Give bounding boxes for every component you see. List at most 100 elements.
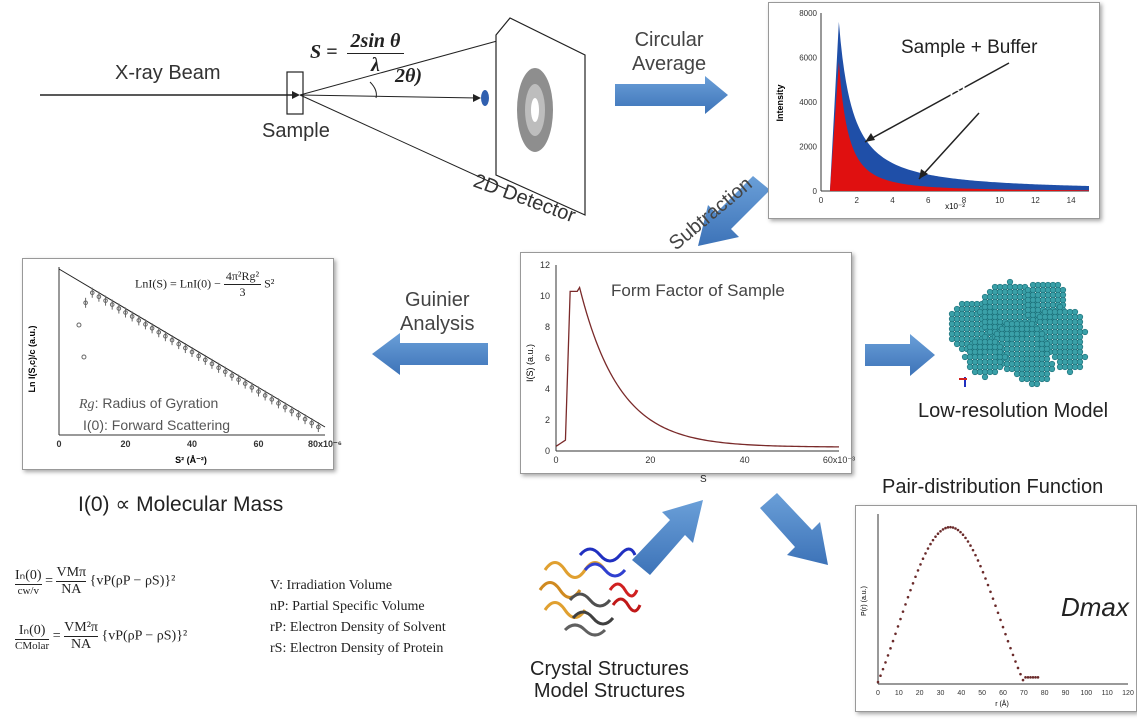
ff-xtick: 40 — [740, 455, 750, 465]
legend-protein-density: rS: Electron Density of Protein — [270, 641, 444, 656]
pdf-point — [989, 590, 992, 594]
pdf-point — [969, 544, 972, 547]
raw-xtick: 6 — [926, 196, 931, 205]
pdf-point — [959, 530, 962, 534]
pdf-point — [949, 525, 952, 529]
pdf-point — [999, 618, 1002, 622]
pdf-point — [1036, 676, 1040, 679]
s-formula: S = 2sin θ λ — [310, 30, 405, 77]
ff-ytick: 4 — [545, 384, 550, 394]
guinier-point — [302, 416, 308, 422]
guinier-point — [256, 389, 261, 394]
pdf-point — [914, 575, 917, 579]
pdf-point — [979, 564, 982, 568]
model-bead — [1066, 368, 1074, 376]
angle-label: 2θ) — [395, 65, 423, 87]
beam-arrowhead — [292, 91, 300, 99]
pdf-xtick: 120 — [1122, 690, 1134, 697]
guinier-point — [242, 381, 248, 386]
pdf-title: Pair-distribution Function — [882, 476, 1104, 498]
buffer-area — [829, 61, 1089, 192]
pdf-point — [929, 542, 932, 546]
pdf-point — [1031, 676, 1035, 679]
pdf-point — [954, 527, 957, 530]
beam-stop — [481, 90, 489, 106]
arrow-from-crystal — [632, 500, 703, 575]
model-bead — [1081, 328, 1089, 336]
pdf-point — [1026, 676, 1030, 679]
pdf-point — [996, 611, 1000, 615]
gu-xtick: 60 — [253, 439, 263, 449]
pdf-point — [1014, 660, 1017, 663]
ff-ytick: 12 — [540, 260, 550, 270]
pdf-xtick: 40 — [957, 690, 965, 697]
pdf-point — [891, 639, 895, 643]
guinier-point — [276, 401, 281, 406]
beam-diagram — [40, 17, 586, 216]
pdf-point — [879, 674, 882, 677]
guinier-point — [196, 353, 201, 359]
annot-arrowhead-sample — [865, 133, 875, 142]
pdf-point — [981, 570, 985, 574]
form-factor-title: Form Factor of Sample — [611, 281, 785, 300]
guinier-point — [282, 405, 288, 410]
guinier-point — [249, 385, 255, 390]
ff-xtick: 20 — [645, 455, 655, 465]
model-bead — [1043, 375, 1051, 383]
arrow-guinier — [372, 333, 488, 375]
pdf-point — [899, 617, 902, 621]
guinier-point — [296, 412, 301, 418]
pdf-point — [884, 661, 887, 664]
model-bead — [1076, 363, 1084, 371]
pdf-point — [876, 680, 880, 684]
pdf-xtick: 50 — [978, 690, 986, 697]
guinier-point — [262, 393, 268, 398]
scatter-ray-top — [299, 37, 509, 96]
pdf-xlabel: r (Å) — [995, 699, 1009, 708]
raw-ytick: 2000 — [799, 143, 817, 152]
low-resolution-model-label: Low-resolution Model — [918, 400, 1109, 422]
pdf-xtick: 110 — [1102, 690, 1113, 697]
pdf-point — [966, 540, 970, 543]
rg-label: Rg: Radius of Gyration — [79, 395, 219, 412]
guinier-point — [89, 290, 95, 296]
pdf-point — [1029, 676, 1032, 679]
pdf-point — [916, 569, 920, 572]
pdf-point — [994, 604, 997, 607]
pdf-point — [974, 553, 977, 557]
pdf-xtick: 20 — [916, 690, 924, 697]
guinier-point — [143, 322, 148, 327]
gu-xtick: 20 — [120, 439, 130, 449]
model-bead — [991, 368, 999, 376]
guinier-point — [269, 397, 275, 402]
symbol-legend: V: Irradiation Volume nP: Partial Specif… — [270, 575, 446, 659]
guinier-point — [216, 365, 221, 371]
raw-ytick: 6000 — [799, 54, 817, 63]
model-bead — [981, 373, 989, 381]
pdf-point — [924, 552, 927, 555]
raw-ylabel: Intensity — [775, 84, 785, 121]
pdf-point — [1009, 646, 1012, 650]
pdf-point — [951, 526, 955, 529]
pdf-point — [881, 667, 885, 671]
pdf-point — [986, 583, 990, 587]
guinier-point — [169, 337, 175, 343]
guinier-point — [316, 424, 321, 430]
guinier-point — [176, 341, 181, 347]
pdf-xtick: 100 — [1080, 690, 1092, 697]
guinier-point — [129, 314, 135, 319]
pdf-point — [1016, 666, 1020, 670]
pdf-point — [901, 610, 905, 613]
pdf-point — [976, 559, 980, 562]
gu-xtick: 40 — [187, 439, 197, 449]
pdf-point — [1019, 672, 1022, 676]
pdf-point — [1001, 625, 1005, 629]
legend-solvent-density: rP: Electron Density of Solvent — [270, 620, 446, 635]
